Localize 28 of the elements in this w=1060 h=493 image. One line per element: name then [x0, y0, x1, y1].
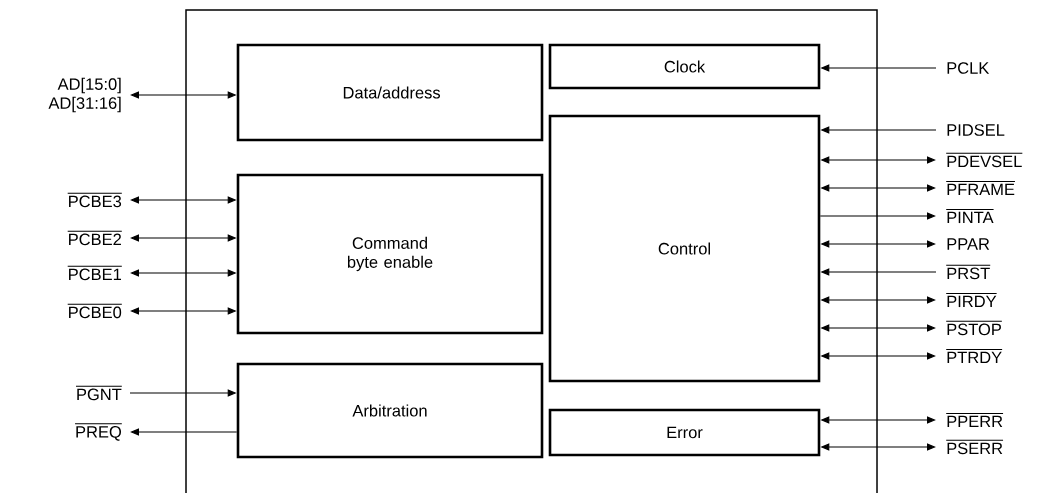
block-box: Arbitration [236, 362, 544, 459]
signal-label: PPAR [947, 238, 990, 250]
signal-label: PDEVSEL [945, 152, 1023, 168]
block-box: Clock [548, 43, 821, 90]
block-box: Data/address [236, 43, 544, 142]
signal-arrow [819, 212, 936, 220]
signal-label: PGNT [75, 385, 123, 401]
block-box: Command byte enable [236, 173, 544, 335]
outer-frame [185, 9, 878, 493]
signal-label: PRST [945, 264, 991, 280]
signal-label: AD[15:0] AD[31:16] [48, 77, 121, 113]
signal-label: PCLK [947, 62, 990, 74]
signal-label: PPERR [945, 412, 1004, 428]
signal-label: PCBE1 [67, 265, 123, 281]
signal-label: PINTA [945, 208, 995, 224]
signal-label: PIDSEL [947, 124, 1005, 136]
signal-label: PTRDY [945, 348, 1003, 364]
signal-label: PSTOP [945, 320, 1003, 336]
signal-label: PCBE0 [67, 303, 123, 319]
signal-label: PFRAME [945, 180, 1016, 196]
block-box: Control [548, 114, 821, 383]
signal-label: PCBE2 [67, 230, 123, 246]
signal-label: PSERR [945, 439, 1004, 455]
signal-arrow [130, 428, 238, 436]
signal-label: PIRDY [945, 292, 998, 308]
block-box: Error [548, 408, 821, 457]
signal-label: PREQ [74, 423, 123, 441]
signal-label: PCBE3 [67, 192, 123, 208]
